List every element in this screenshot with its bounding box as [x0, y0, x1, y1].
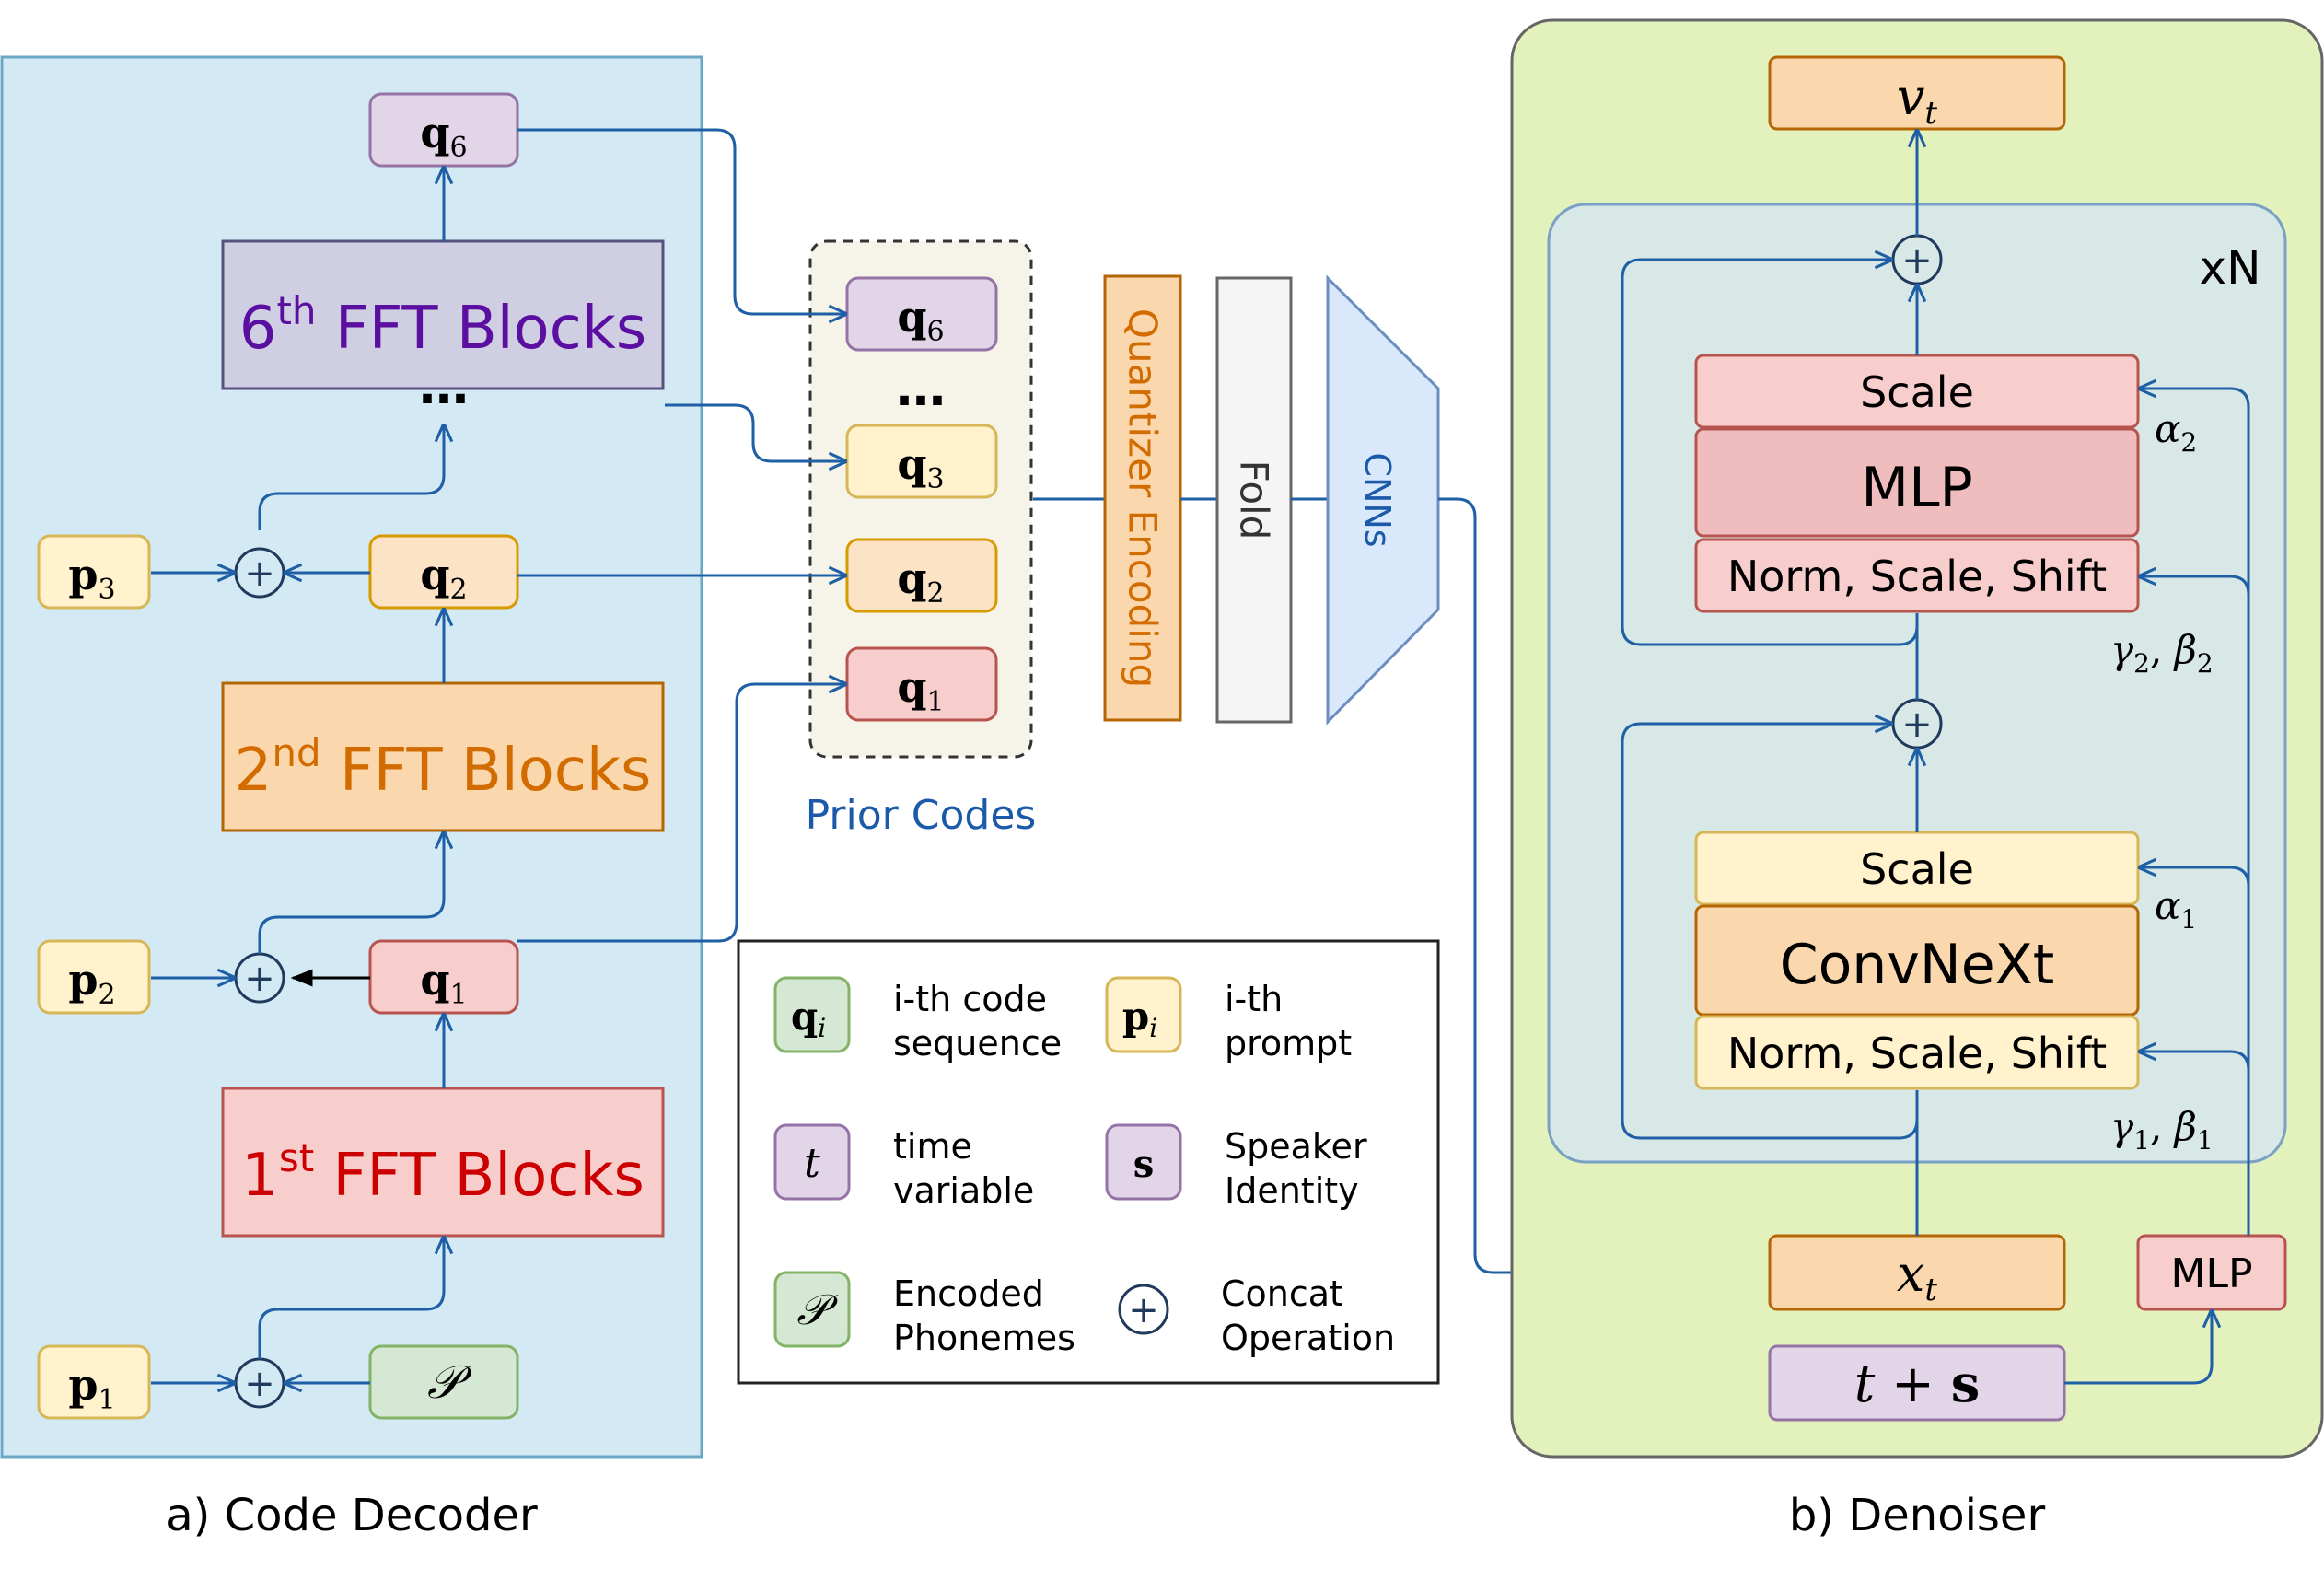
svg-text:+: + — [244, 958, 275, 1000]
mlp-small-label: MLP — [2170, 1250, 2252, 1297]
mlp-main-label: MLP — [1861, 456, 1972, 520]
norm-top-label: Norm, Scale, Shift — [1727, 552, 2107, 601]
cnns-to-xt-arrow — [1438, 497, 1770, 1273]
svg-text:+: + — [1128, 1289, 1159, 1331]
legend-s-swatch — [1105, 1123, 1182, 1201]
legend-box — [737, 939, 1440, 1385]
legend-concat-icon: + — [1118, 1284, 1169, 1335]
q1-label: q1 — [420, 955, 467, 1011]
scale-bottom-label: Scale — [1860, 844, 1974, 894]
mlp-main-box — [1694, 427, 2140, 538]
prior-q2-label: q2 — [897, 553, 944, 610]
svg-text:+: + — [1901, 703, 1933, 746]
prior-ellipsis: … — [896, 359, 946, 417]
fft-blocks-2-label: 2nd FFT Blocks — [235, 730, 652, 805]
repeat-label: xN — [2200, 241, 2261, 295]
prior-codes-label: Prior Codes — [806, 792, 1037, 839]
p2-node — [37, 939, 151, 1015]
code-decoder-caption: a) Code Decoder — [166, 1490, 538, 1541]
q6-label: q6 — [420, 108, 467, 164]
concat-op-1: + — [234, 1357, 285, 1409]
quantizer-encoding-label: Quantizer Encoding — [1121, 308, 1166, 688]
p3-label: p3 — [68, 550, 115, 606]
convnext-label: ConvNeXt — [1780, 933, 2055, 997]
legend-qi-swatch — [773, 976, 851, 1053]
gamma1-beta1-label: γ1, β1 — [2110, 1104, 2214, 1156]
fold-box — [1215, 276, 1293, 724]
denoiser-arrows — [1621, 131, 2250, 1385]
legend-pi-symbol: pi — [1122, 994, 1157, 1043]
cnns-label: CNNs — [1357, 452, 1398, 547]
prior-q6-label: q6 — [897, 292, 944, 348]
svg-text:+: + — [244, 1363, 275, 1405]
convnext-box — [1694, 904, 2140, 1017]
legend-s-symbol: s — [1133, 1143, 1155, 1186]
decoder-arrows — [151, 168, 444, 1383]
gamma2-beta2-label: γ2, β2 — [2110, 627, 2214, 679]
alpha1-label: α1 — [2155, 883, 2197, 935]
denoiser-caption: b) Denoiser — [1789, 1490, 2046, 1541]
legend-pi-swatch — [1105, 976, 1182, 1053]
xt-label: xt — [1897, 1245, 1937, 1308]
fft-blocks-1 — [221, 1087, 665, 1238]
p1-node — [37, 1344, 151, 1420]
p3-node — [37, 534, 151, 610]
legend-t-symbol: t — [804, 1140, 820, 1187]
p2-label: p2 — [68, 955, 115, 1011]
legend-t-swatch — [773, 1123, 851, 1201]
legend-qi-symbol: qi — [791, 994, 826, 1043]
decoder-ellipsis: … — [419, 357, 469, 415]
alpha2-label: α2 — [2155, 406, 2197, 458]
prior-q3-label: q3 — [897, 439, 944, 495]
fold-label: Fold — [1232, 460, 1277, 540]
prior-code-arrows — [517, 128, 845, 943]
fft-blocks-1-label: 1st FFT Blocks — [241, 1135, 645, 1210]
svg-text:+: + — [244, 552, 275, 595]
fft-blocks-6 — [221, 239, 665, 390]
vt-label: vt — [1897, 68, 1938, 132]
q2-label: q2 — [420, 550, 467, 606]
fft-blocks-6-label: 6th FFT Blocks — [239, 288, 647, 363]
prior-codes-group — [808, 239, 1033, 759]
svg-text:+: + — [1901, 239, 1933, 282]
norm-bottom-label: Norm, Scale, Shift — [1727, 1029, 2107, 1078]
denoiser-concat-mid: + — [1891, 698, 1943, 750]
prior-q1-label: q1 — [897, 662, 944, 718]
cnns-trapezoid — [1326, 274, 1440, 726]
p1-label: p1 — [68, 1360, 115, 1416]
legend-p-swatch — [773, 1271, 851, 1348]
scale-top-label: Scale — [1860, 367, 1974, 417]
ts-label: t + s — [1854, 1354, 1981, 1414]
